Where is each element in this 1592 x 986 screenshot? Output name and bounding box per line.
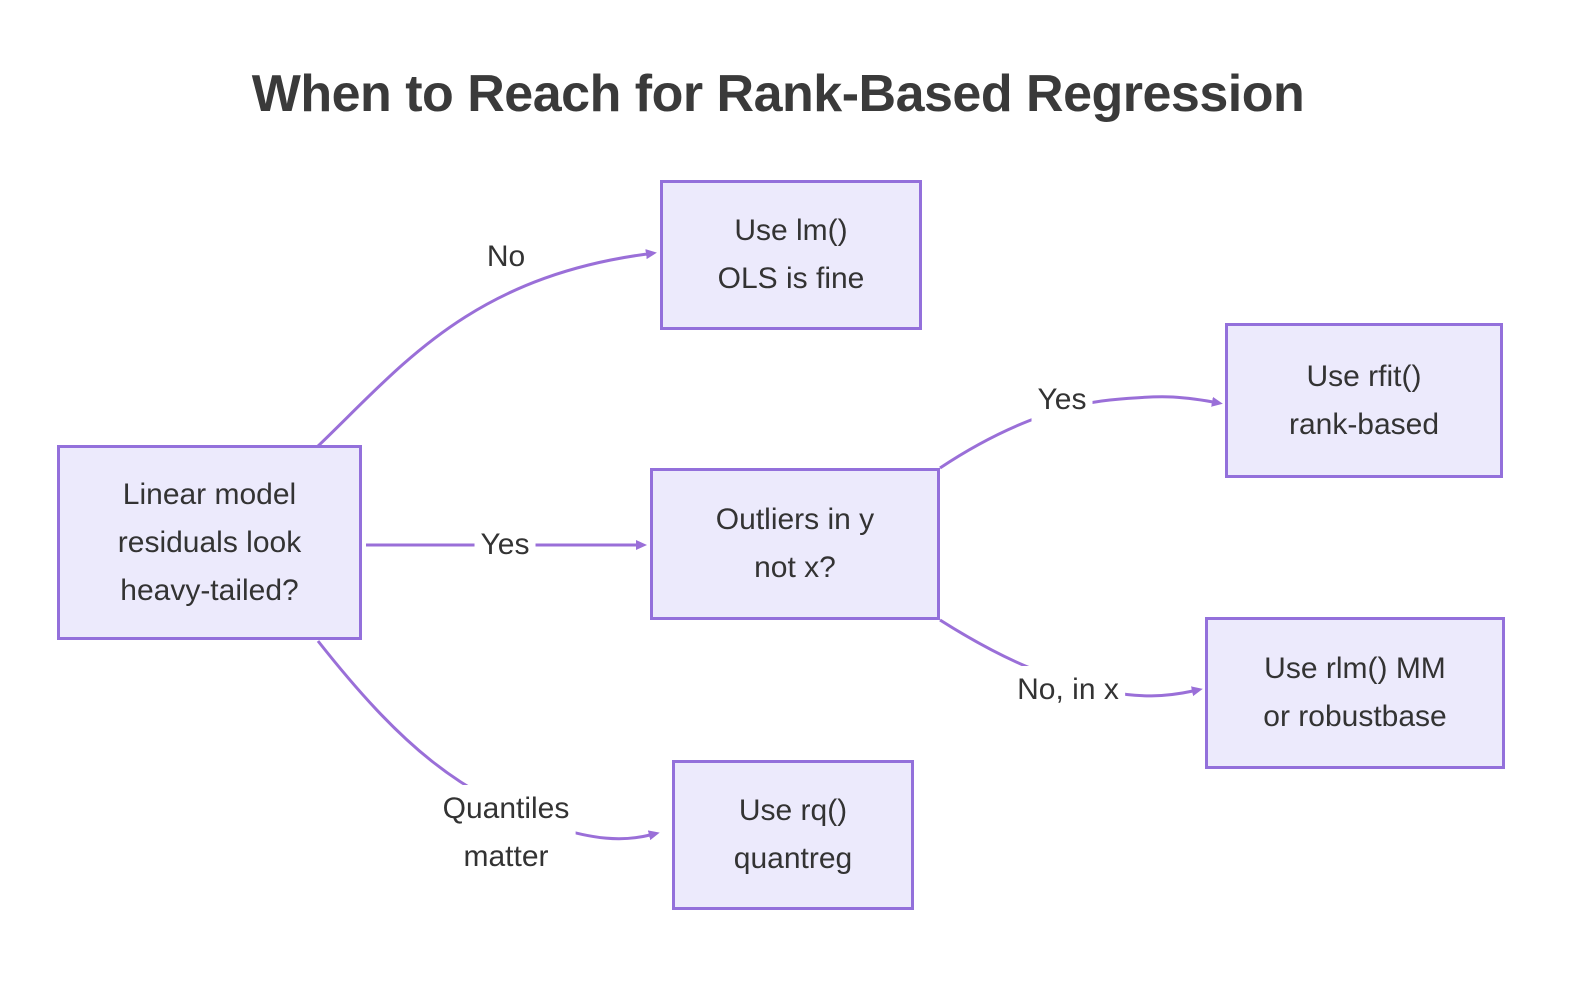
edge-label-yes-mid: Yes	[474, 521, 536, 569]
node-use-rq-label: Use rq() quantreg	[733, 794, 853, 875]
edge-root-to-lm	[314, 249, 657, 450]
edge-label-quantiles-matter: Quantiles matter	[436, 785, 576, 881]
node-use-rfit-label: Use rfit() rank-based	[1288, 359, 1440, 441]
node-root-label: Linear model residuals look heavy-tailed…	[117, 477, 302, 607]
node-use-rfit: Use rfit() rank-based	[1225, 323, 1503, 478]
edge-label-yes-right: Yes	[1031, 376, 1093, 424]
node-use-rlm: Use rlm() MM or robustbase	[1205, 617, 1505, 769]
node-use-rq: Use rq() quantreg	[672, 760, 914, 910]
node-outliers-question: Outliers in y not x?	[650, 468, 940, 620]
edge-label-no-in-x: No, in x	[1011, 666, 1125, 714]
node-use-lm-label: Use lm() OLS is fine	[717, 214, 865, 295]
node-use-rlm-label: Use rlm() MM or robustbase	[1263, 652, 1447, 733]
edge-label-no: No	[480, 233, 532, 281]
diagram-title: When to Reach for Rank-Based Regression	[251, 65, 1305, 123]
node-use-lm: Use lm() OLS is fine	[660, 180, 922, 330]
node-root-question: Linear model residuals look heavy-tailed…	[57, 445, 362, 640]
edge-outliers-to-rfit	[939, 395, 1223, 470]
node-outliers-label: Outliers in y not x?	[715, 503, 875, 584]
